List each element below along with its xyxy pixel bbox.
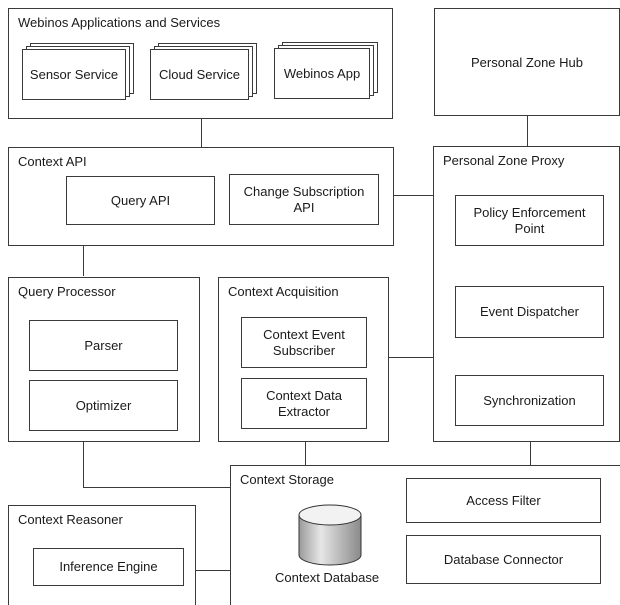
connector-context-api-to-query-processor	[83, 245, 84, 276]
personal-zone-proxy-title: Personal Zone Proxy	[443, 153, 565, 168]
connector-pzp-to-storage	[530, 441, 531, 466]
context-database-label: Context Database	[275, 570, 380, 585]
cloud-service-stack: Cloud Service	[150, 43, 258, 100]
connector-query-processor-down	[83, 441, 84, 487]
event-dispatcher: Event Dispatcher	[455, 286, 604, 338]
context-acquisition-title: Context Acquisition	[228, 284, 339, 299]
connector-pzh-to-pzp	[527, 115, 528, 147]
policy-enforcement-point: Policy Enforcement Point	[455, 195, 604, 246]
personal-zone-proxy-box: Personal Zone Proxy Policy Enforcement P…	[433, 146, 620, 442]
inference-engine: Inference Engine	[33, 548, 184, 586]
context-api-box: Context API Query API Change Subscriptio…	[8, 147, 394, 246]
context-reasoner-box: Context Reasoner Inference Engine	[8, 505, 196, 605]
sensor-service: Sensor Service	[22, 49, 126, 100]
context-data-extractor: Context Data Extractor	[241, 378, 367, 429]
parser: Parser	[29, 320, 178, 371]
connector-reasoner-to-storage	[196, 570, 230, 571]
personal-zone-hub: Personal Zone Hub	[434, 8, 620, 116]
webinos-app: Webinos App	[274, 48, 370, 99]
connector-apps-to-context-api	[201, 118, 202, 148]
connector-context-api-to-pzp	[393, 195, 434, 196]
webinos-app-stack: Webinos App	[274, 42, 379, 99]
context-event-subscriber: Context Event Subscriber	[241, 317, 367, 368]
context-storage-title: Context Storage	[240, 472, 334, 487]
access-filter: Access Filter	[406, 478, 601, 523]
optimizer: Optimizer	[29, 380, 178, 431]
personal-zone-hub-label: Personal Zone Hub	[470, 54, 583, 70]
cloud-service: Cloud Service	[150, 49, 249, 100]
context-reasoner-title: Context Reasoner	[18, 512, 123, 527]
synchronization: Synchronization	[455, 375, 604, 426]
webinos-applications-title: Webinos Applications and Services	[18, 15, 221, 30]
context-api-title: Context API	[18, 154, 87, 169]
context-acquisition-box: Context Acquisition Context Event Subscr…	[218, 277, 389, 442]
database-connector: Database Connector	[406, 535, 601, 584]
database-icon	[298, 504, 362, 566]
change-subscription-api: Change Subscription API	[229, 174, 379, 225]
query-processor-title: Query Processor	[18, 284, 116, 299]
connector-query-processor-to-storage	[83, 487, 230, 488]
connector-acquisition-to-pzp	[389, 357, 434, 358]
query-api: Query API	[66, 176, 215, 225]
sensor-service-stack: Sensor Service	[22, 43, 135, 100]
context-storage-box: Context Storage Context Database Access …	[230, 465, 620, 605]
webinos-applications-box: Webinos Applications and Services Sensor…	[8, 8, 393, 119]
connector-acquisition-to-storage	[305, 441, 306, 466]
query-processor-box: Query Processor Parser Optimizer	[8, 277, 200, 442]
